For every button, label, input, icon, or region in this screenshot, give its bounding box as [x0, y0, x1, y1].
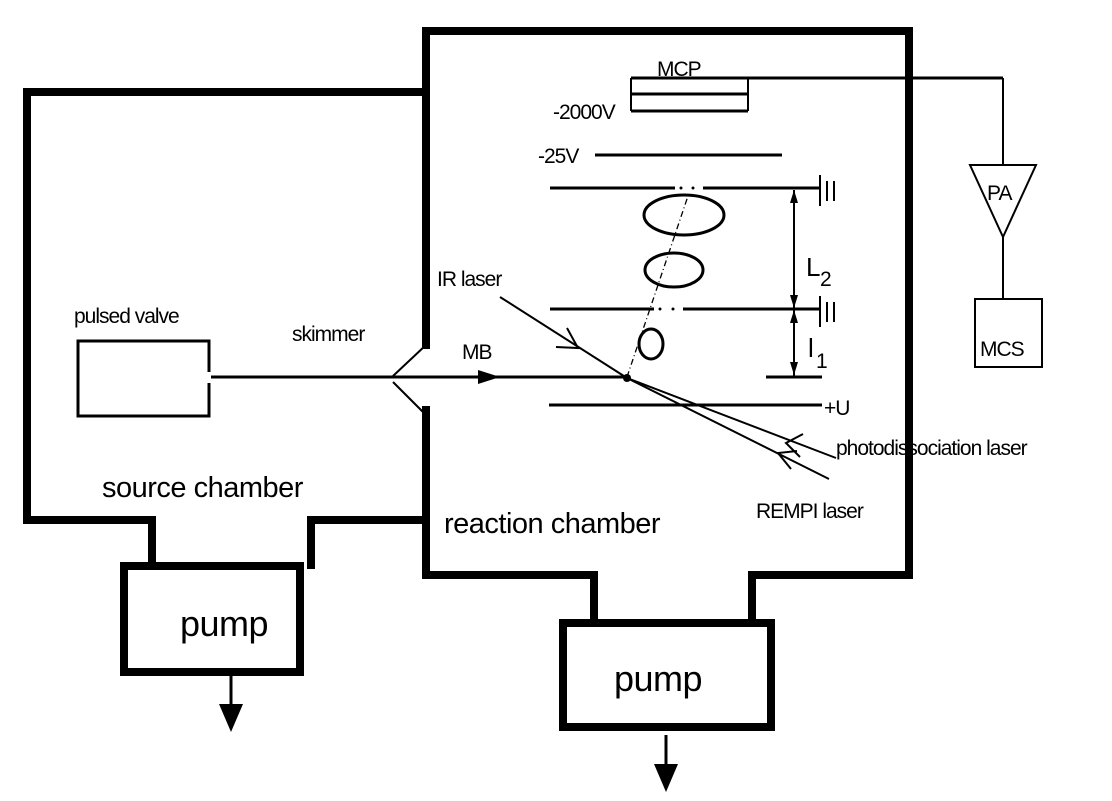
upper-plate-aperture-dot: [679, 186, 683, 190]
mcp-detector: MCP -2000V: [553, 58, 1003, 124]
upper-ground-plate: [550, 175, 835, 206]
distance-L2-label: L: [806, 252, 820, 282]
photodissociation-laser-beam: [626, 377, 837, 459]
rempi-laser-label: REMPI laser: [756, 500, 864, 523]
molecular-beam-arrow-icon: [478, 370, 500, 384]
source-pump-exhaust-arrow-icon: [219, 704, 243, 732]
arrow-up-icon: [790, 190, 798, 203]
ion-trajectory-line: [626, 195, 689, 378]
skimmer-label: skimmer: [292, 323, 365, 346]
reaction-chamber-wall-left: [422, 406, 598, 626]
pulsed-valve: pulsed valve: [74, 305, 211, 418]
reaction-chamber-label: reaction chamber: [444, 508, 661, 540]
mcp-label: MCP: [657, 58, 701, 81]
laser-beams: IR laser photodissociation laser REMPI l…: [437, 268, 1029, 523]
source-pump: pump: [120, 562, 304, 732]
pulsed-valve-label: pulsed valve: [74, 305, 179, 328]
reaction-pump: pump: [559, 619, 775, 792]
skimmer-cone-top: [392, 344, 427, 377]
preamp-triangle: [968, 164, 1038, 240]
arrow-down-icon: [790, 362, 798, 375]
mcp-voltage-label: -2000V: [553, 101, 616, 124]
distance-L2-subscript: 2: [820, 268, 832, 291]
mcs-box: [974, 298, 1043, 368]
distance-l1-subscript: 1: [816, 350, 828, 373]
source-pump-label: pump: [180, 603, 268, 644]
reaction-chamber: reaction chamber: [422, 27, 913, 626]
ir-laser-arrow-icon: [555, 327, 580, 350]
rempi-laser-beam: [626, 377, 830, 480]
repeller-voltage-label: +U: [824, 397, 849, 420]
ion-cloud-large: [642, 193, 726, 237]
reaction-pump-exhaust-arrow-icon: [654, 764, 678, 792]
ion-cloud-medium: [643, 251, 705, 289]
skimmer-cone-bottom: [392, 381, 425, 414]
reaction-pump-label: pump: [614, 658, 702, 699]
ion-cloud-small: [637, 327, 665, 361]
ground-icon: [819, 175, 835, 206]
photodissociation-laser-label: photodissociation laser: [836, 437, 1028, 460]
photodissociation-laser-arrow-icon: [784, 433, 804, 458]
molecular-beam-label: MB: [462, 341, 492, 364]
preamp-label: PA: [987, 182, 1012, 205]
arrow-down-icon: [790, 295, 798, 308]
molecular-beam: MB: [211, 341, 628, 384]
signal-chain: PA MCS: [968, 78, 1043, 368]
source-pump-box: [120, 562, 304, 676]
middle-plate-aperture-dot: [671, 307, 675, 311]
mcs-label: MCS: [980, 338, 1025, 361]
ground-icon: [819, 296, 835, 327]
pulsed-valve-body: [76, 339, 211, 418]
source-chamber-wall-right: [307, 406, 430, 569]
reaction-pump-box: [559, 619, 775, 731]
ir-laser-beam: [499, 296, 628, 379]
rempi-laser-arrow-icon: [776, 450, 798, 470]
source-chamber-label: source chamber: [102, 472, 304, 504]
grid-electrode: -25V: [538, 145, 782, 168]
grid-voltage-label: -25V: [538, 145, 579, 168]
distance-l1-label: l: [808, 333, 814, 363]
distance-markers: L 2 l 1: [790, 190, 832, 376]
reaction-chamber-wall: [422, 27, 913, 626]
ion-clouds: [626, 193, 726, 378]
ir-laser-label: IR laser: [437, 268, 502, 291]
source-chamber: source chamber: [23, 88, 430, 569]
arrow-up-icon: [790, 310, 798, 323]
middle-plate-aperture-dot: [658, 307, 662, 311]
middle-ground-plate: [550, 296, 835, 327]
skimmer: skimmer: [292, 323, 427, 414]
upper-plate-aperture-dot: [691, 186, 695, 190]
repeller-plate: +U: [549, 397, 850, 420]
